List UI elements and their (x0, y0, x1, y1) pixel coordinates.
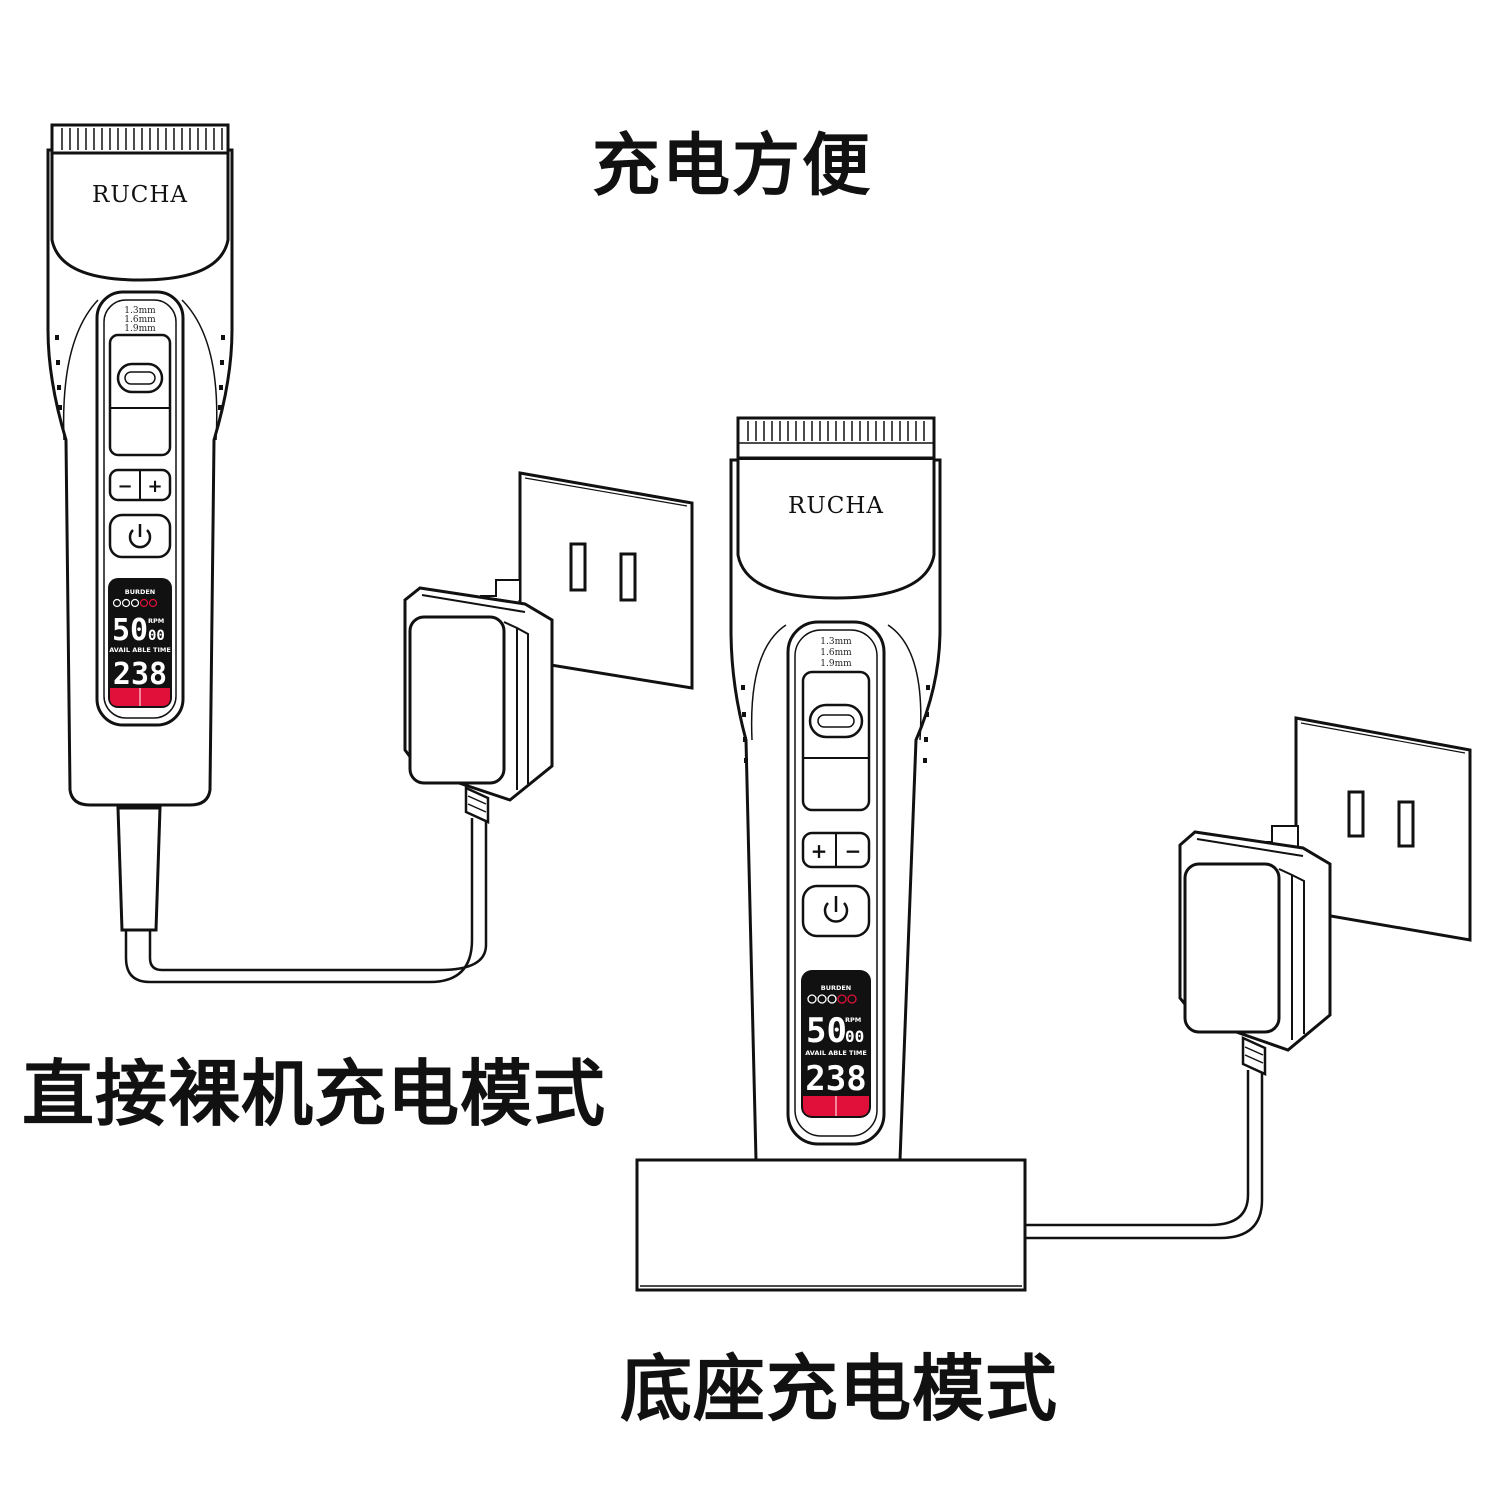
plus-icon: + (147, 476, 162, 497)
minus-icon: − (117, 476, 132, 497)
rpm-sub-left: 00 (148, 628, 165, 644)
rpm-value-right: 50 (806, 1011, 847, 1051)
dock-charging-label: 底座充电模式 (620, 1347, 1059, 1431)
rpm-value-left: 50 (112, 613, 148, 648)
time-label-right: AVAIL ABLE TIME (805, 1049, 867, 1057)
blade-spec-right-2: 1.6mm (820, 648, 852, 658)
time-value-right: 238 (805, 1059, 866, 1099)
cable-right (1025, 1070, 1264, 1240)
rpm-sub-right: 00 (845, 1027, 864, 1046)
plus-icon: + (811, 839, 828, 863)
burden-label-right: BURDEN (821, 984, 852, 992)
lcd-display-right (801, 970, 871, 1118)
brand-logo-right: RUCHA (788, 493, 884, 519)
time-value-left: 238 (113, 657, 167, 692)
rpm-unit-left: RPM (148, 617, 164, 625)
burden-label-left: BURDEN (125, 588, 156, 596)
direct-charging-label: 直接裸机充电模式 (22, 1052, 607, 1136)
page-title: 充电方便 (592, 127, 873, 206)
blade-spec-left-3: 1.9mm (124, 324, 156, 334)
clipper-right: RUCHA 1.3mm 1.6mm 1.9mm + − BURDEN 50 RP… (729, 416, 942, 1162)
blade-spec-right-3: 1.9mm (820, 659, 852, 669)
cable-left (124, 818, 488, 984)
power-adapter-left (403, 579, 554, 824)
blade-lever-right (808, 703, 864, 739)
charging-dock (635, 1158, 1027, 1292)
brand-logo-left: RUCHA (92, 182, 188, 208)
power-icon (128, 524, 152, 549)
time-label-left: AVAIL ABLE TIME (109, 646, 171, 654)
blade-spec-left-1: 1.3mm (124, 306, 156, 316)
power-icon (823, 896, 849, 923)
wall-socket-right (1294, 716, 1472, 942)
lcd-display-left (108, 578, 172, 708)
power-adapter-right (1178, 825, 1332, 1076)
blade-spec-right-1: 1.3mm (820, 637, 852, 647)
clipper-left: RUCHA 1.3mm 1.6mm 1.9mm − + BURDEN 50 RP… (46, 123, 234, 932)
rpm-unit-right: RPM (845, 1016, 861, 1024)
blade-spec-left-2: 1.6mm (124, 315, 156, 325)
wall-socket-left (518, 471, 694, 690)
blade-lever-left (116, 362, 164, 394)
minus-icon: − (845, 839, 862, 863)
